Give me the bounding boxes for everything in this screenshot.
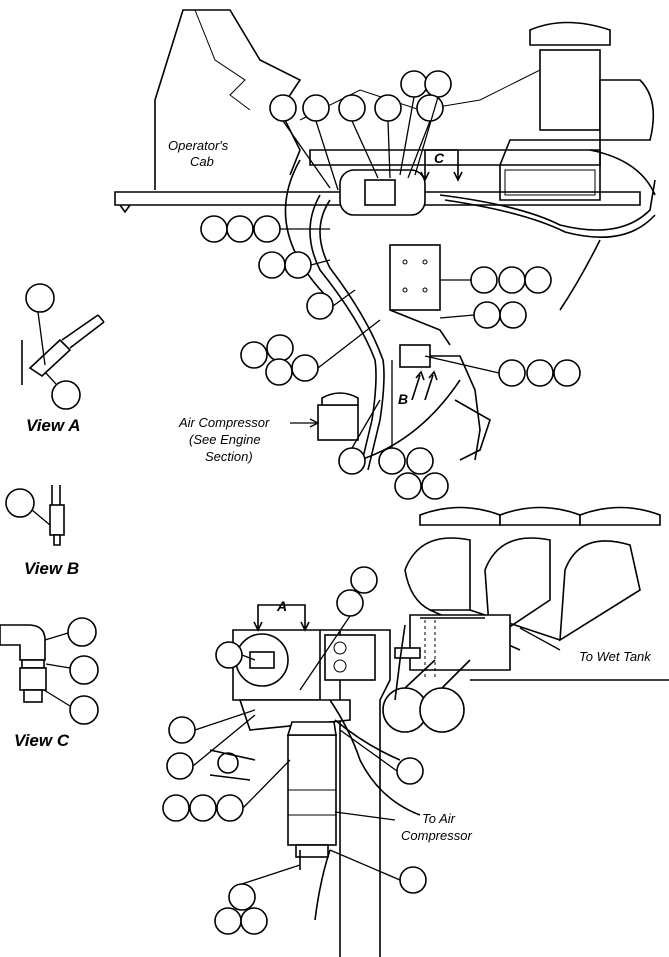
view-c-detail xyxy=(0,617,99,725)
view-b-label: View B xyxy=(24,559,79,578)
text-labels: Operator's Cab Air Compressor (See Engin… xyxy=(14,138,652,843)
view-b-detail xyxy=(5,485,65,546)
air-compressor-label-line1: Air Compressor xyxy=(178,415,270,430)
wet-tank xyxy=(394,614,511,680)
index-b-label: B xyxy=(398,391,408,407)
air-dryer xyxy=(286,721,337,858)
exhaust-pipes xyxy=(382,659,471,733)
air-cleaners-bottom xyxy=(404,506,661,651)
air-lines-top xyxy=(309,149,656,471)
air-compressor-label-line3: Section) xyxy=(205,449,253,464)
air-tank xyxy=(320,169,440,216)
to-air-compressor-label-line2: Compressor xyxy=(401,828,472,843)
index-c-label: C xyxy=(434,150,445,166)
to-air-compressor-label-line1: To Air xyxy=(422,811,456,826)
view-a-label: View A xyxy=(26,416,80,435)
callouts-top xyxy=(200,70,581,500)
index-a-label: A xyxy=(276,598,287,614)
index-c xyxy=(420,149,463,182)
air-cleaner-top xyxy=(529,21,655,141)
leaders-top xyxy=(280,96,500,449)
valve-assembly xyxy=(399,344,491,461)
view-c-label: View C xyxy=(14,731,70,750)
air-compressor-label-line2: (See Engine xyxy=(189,432,261,447)
index-b xyxy=(411,370,438,401)
operators-cab-label-line1: Operator's xyxy=(168,138,229,153)
frame-rail xyxy=(320,629,669,957)
air-compressor-top xyxy=(317,392,359,441)
air-lines-bottom xyxy=(299,624,421,921)
view-a-detail xyxy=(21,283,105,410)
index-a xyxy=(253,604,310,632)
operators-cab-label-line2: Cab xyxy=(190,154,214,169)
engine-section-arc xyxy=(284,159,601,461)
bracket-block xyxy=(389,244,451,346)
to-wet-tank-label: To Wet Tank xyxy=(579,649,652,664)
leaders-bottom xyxy=(192,615,561,885)
dryer-bracket xyxy=(209,629,351,781)
